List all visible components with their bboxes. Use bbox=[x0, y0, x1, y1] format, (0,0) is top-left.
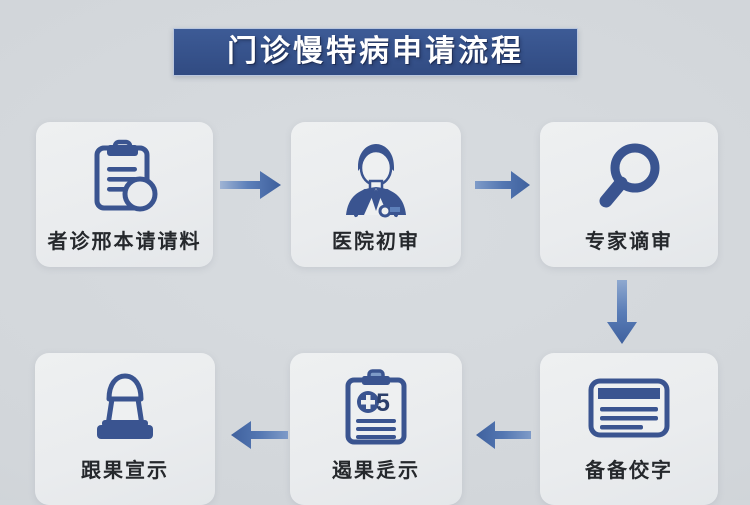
step-card-5-label: 遏果辵示 bbox=[332, 460, 420, 482]
step-card-3-label: 专家谪审 bbox=[585, 231, 673, 253]
step-card-1-label: 者诊邢本请请料 bbox=[47, 231, 202, 253]
step-card-3[interactable]: 专家谪审 bbox=[540, 122, 718, 267]
clipboard-magnifier-icon bbox=[36, 138, 213, 220]
step-card-1[interactable]: 者诊邢本请请料 bbox=[36, 122, 213, 267]
doctor-stethoscope-icon bbox=[291, 138, 461, 220]
step-card-4-label: 备备佼字 bbox=[585, 460, 673, 482]
arrow-left-icon bbox=[473, 418, 533, 457]
clipboard-cross-icon: 5 bbox=[290, 367, 462, 451]
step-card-5[interactable]: 5 遏果辵示 bbox=[290, 353, 462, 505]
page-title: 门诊慢特病申请流程 bbox=[227, 35, 524, 68]
stamp-seal-icon bbox=[35, 367, 215, 451]
step-card-2-label: 医院初审 bbox=[332, 231, 420, 253]
step-card-6-label: 跟果宣示 bbox=[81, 460, 169, 482]
arrow-down-icon bbox=[604, 278, 640, 353]
step-card-4[interactable]: 备备佼字 bbox=[540, 353, 718, 505]
step-card-6[interactable]: 跟果宣示 bbox=[35, 353, 215, 505]
title-banner: 门诊慢特病申请流程 bbox=[173, 28, 578, 76]
magnifier-icon bbox=[540, 138, 718, 220]
arrow-right-icon bbox=[473, 168, 533, 207]
arrow-right-icon bbox=[218, 168, 284, 207]
arrow-left-icon bbox=[228, 418, 290, 457]
clipboard-badge-number: 5 bbox=[376, 389, 390, 417]
step-card-2[interactable]: 医院初审 bbox=[291, 122, 461, 267]
id-card-icon bbox=[540, 367, 718, 451]
